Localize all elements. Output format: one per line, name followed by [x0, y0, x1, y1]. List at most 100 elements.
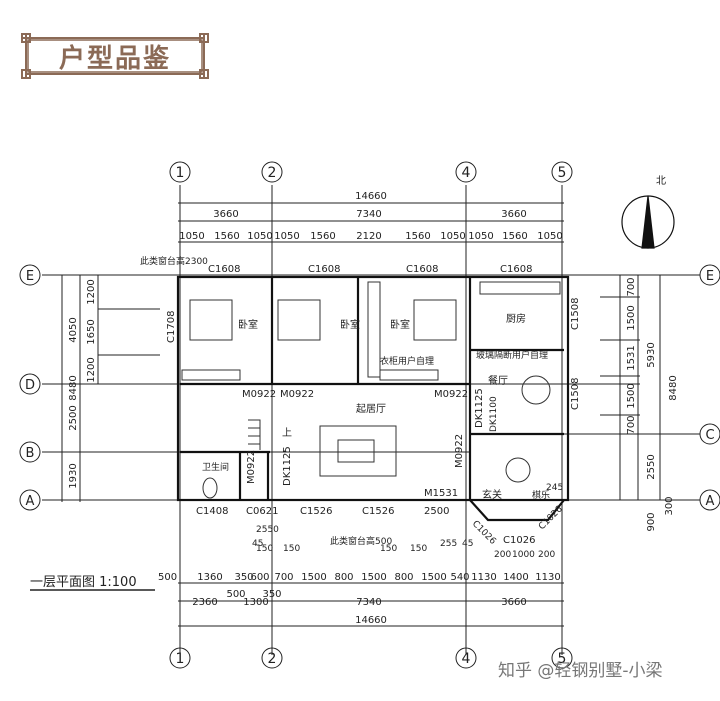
dim-bottom-r1-5: 700: [274, 572, 293, 583]
dim-bottom-r1-9: 800: [394, 572, 413, 583]
dim-bottom-r1-13: 1400: [503, 572, 528, 583]
dim-bottom-r1-7: 800: [334, 572, 353, 583]
dim-left-inner-3: 1200: [86, 357, 97, 382]
dim-left-total: 8480: [68, 375, 79, 400]
axis-label-1-bottom: 1: [176, 651, 185, 667]
door-m0922-3: M0922: [434, 389, 468, 400]
dim-left-mid-3: 1930: [68, 463, 79, 488]
dim-top-detail-8: 1050: [440, 231, 465, 242]
dim-top-mid-3: 3660: [501, 209, 526, 220]
scale-label: 一层平面图 1:100: [30, 575, 137, 590]
axis-label-a: A: [26, 494, 35, 509]
dim-bottom-r1-1: 500: [158, 572, 177, 583]
axis-label-5-bottom: 5: [558, 651, 567, 667]
room-bedroom-3: 卧室: [390, 318, 410, 331]
window-c1026-3: C1026: [537, 504, 565, 532]
opening-dk1125-1: DK1125: [282, 446, 293, 486]
sill-note-bottom: 此类窗台高500: [330, 535, 392, 547]
dim-bottom-small-3: 150: [256, 544, 273, 554]
dim-1000: 1000: [512, 550, 535, 560]
title-frame: 户型品鉴: [20, 30, 210, 82]
room-bedroom-2: 卧室: [340, 318, 360, 331]
room-living: 起居厅: [356, 403, 386, 415]
window-c0621: C0621: [246, 506, 278, 517]
axis-label-4-bottom: 4: [462, 651, 471, 667]
dim-bottom-small-7: 255: [440, 539, 457, 549]
dim-right-inner-3: 1531: [626, 345, 637, 370]
axis-label-e-right: E: [706, 269, 714, 284]
room-bathroom: 卫生间: [202, 461, 229, 473]
dim-left-mid-2: 2500: [68, 405, 79, 430]
dim-bottom-small-5: 150: [380, 544, 397, 554]
stair-up-label: 上: [282, 427, 292, 439]
dim-bottom-small-4: 150: [283, 544, 300, 554]
dim-left-mid-1: 4050: [68, 317, 79, 342]
window-c1026-1: C1026: [470, 519, 498, 547]
dim-left-inner-2: 1650: [86, 319, 97, 344]
dim-bottom-r1-12: 1130: [471, 572, 496, 583]
room-dining: 餐厅: [488, 374, 508, 387]
bedroom-note: 衣柜用户自理: [380, 355, 434, 367]
dim-bottom-small-6: 150: [410, 544, 427, 554]
dim-2500: 2500: [424, 506, 449, 517]
dim-bottom-small-1: 2550: [256, 525, 279, 535]
door-m0922-1: M0922: [242, 389, 276, 400]
dim-top-detail-3: 1050: [247, 231, 272, 242]
dim-left-inner-1: 1200: [86, 279, 97, 304]
opening-dk1125-2: DK1125: [474, 388, 485, 428]
dim-top-detail-11: 1050: [537, 231, 562, 242]
dim-bottom-r1-3: 350: [234, 572, 253, 583]
dim-bottom-small-8: 45: [462, 539, 473, 549]
dim-right-mid-1: 5930: [646, 342, 657, 367]
axis-label-1: 1: [176, 165, 185, 181]
dim-top-detail-10: 1560: [502, 231, 527, 242]
dim-200-a: 200: [494, 550, 511, 560]
axis-label-2-bottom: 2: [268, 651, 277, 667]
dim-right-inner-2: 1500: [626, 305, 637, 330]
room-kitchen: 厨房: [506, 312, 526, 325]
dim-bottom-r1-6: 1500: [301, 572, 326, 583]
dim-top-mid-2: 7340: [356, 209, 381, 220]
opening-dk1100: DK1100: [489, 396, 499, 432]
axis-label-d: D: [25, 378, 35, 393]
dim-bottom-r2-1: 2360: [192, 597, 217, 608]
window-c1608-3: C1608: [406, 264, 438, 275]
door-m0922-5: M0922: [454, 434, 465, 468]
window-c1608-1: C1608: [208, 264, 240, 275]
dim-right-inner-1: 700: [626, 277, 637, 296]
dim-right-inner-4: 1500: [626, 383, 637, 408]
dim-top-detail-2: 1560: [214, 231, 239, 242]
dim-right-small-1: 900: [646, 512, 657, 531]
window-c1508-2: C1508: [570, 378, 581, 410]
window-c1408: C1408: [196, 506, 228, 517]
dim-top-detail-1: 1050: [179, 231, 204, 242]
dim-top-total: 14660: [355, 191, 387, 202]
axis-label-e: E: [26, 269, 34, 284]
dim-bottom-r1-8: 1500: [361, 572, 386, 583]
dim-bottom-r2-2: 500: [226, 589, 245, 600]
dim-top-detail-6: 2120: [356, 231, 381, 242]
axis-label-5: 5: [558, 165, 567, 181]
sill-note-top: 此类窗台高2300: [140, 255, 208, 267]
dim-right-total: 8480: [668, 375, 679, 400]
dim-right-inner-5: 700: [626, 415, 637, 434]
window-c1508-1: C1508: [570, 298, 581, 330]
dim-top-mid-1: 3660: [213, 209, 238, 220]
window-c1708: C1708: [166, 311, 177, 343]
dim-top-detail-7: 1560: [405, 231, 430, 242]
axis-label-b: B: [26, 446, 35, 461]
dim-right-small-2: 300: [664, 496, 675, 515]
dim-245: 245: [546, 483, 563, 493]
page-title: 户型品鉴: [58, 43, 171, 74]
dim-bottom-total: 14660: [355, 615, 387, 626]
kitchen-note: 玻璃隔断用户自理: [476, 349, 548, 361]
watermark: 知乎 @轻钢别墅-小梁: [498, 661, 663, 681]
dim-top-detail-9: 1050: [468, 231, 493, 242]
axis-label-2: 2: [268, 165, 277, 181]
axis-label-c-right: C: [705, 428, 714, 443]
door-m1531: M1531: [424, 488, 458, 499]
room-entry: 玄关: [482, 488, 502, 501]
room-tea: 棋乐: [532, 489, 550, 501]
dim-bottom-r1-11: 540: [450, 572, 469, 583]
